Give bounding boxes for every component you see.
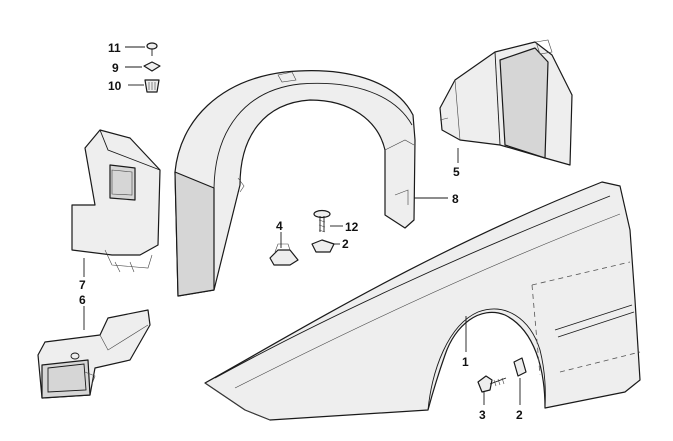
callout-labels: 11 9 10 5 8 4 12 2 7 6 1 3 2	[79, 41, 523, 422]
clip-part-9	[143, 61, 161, 72]
callout-6: 6	[79, 293, 86, 307]
leader-lines	[83, 46, 521, 405]
screw-part-12	[313, 209, 331, 233]
callout-3: 3	[479, 408, 486, 422]
bolt-part-3	[477, 375, 507, 393]
callout-12: 12	[345, 220, 359, 234]
grommet-part-10	[144, 79, 160, 93]
wheel-arch-liner	[174, 70, 416, 297]
callout-4: 4	[276, 219, 283, 233]
callout-2-upper: 2	[342, 237, 349, 251]
callout-10: 10	[108, 79, 122, 93]
callout-11: 11	[108, 41, 121, 55]
callout-2-lower: 2	[516, 408, 523, 422]
screw-part-11	[146, 42, 158, 56]
callout-5: 5	[453, 165, 460, 179]
fender-part	[204, 181, 641, 421]
nut-part-2-upper	[311, 239, 335, 253]
air-duct	[37, 309, 151, 399]
callout-7: 7	[79, 278, 86, 292]
rear-liner-panel	[439, 39, 573, 166]
bracket-panel	[71, 129, 161, 273]
callout-9: 9	[112, 61, 119, 75]
callout-1: 1	[462, 355, 469, 369]
clip-part-4	[269, 243, 299, 266]
callout-8: 8	[452, 192, 459, 206]
nut-part-2-lower	[513, 357, 527, 377]
